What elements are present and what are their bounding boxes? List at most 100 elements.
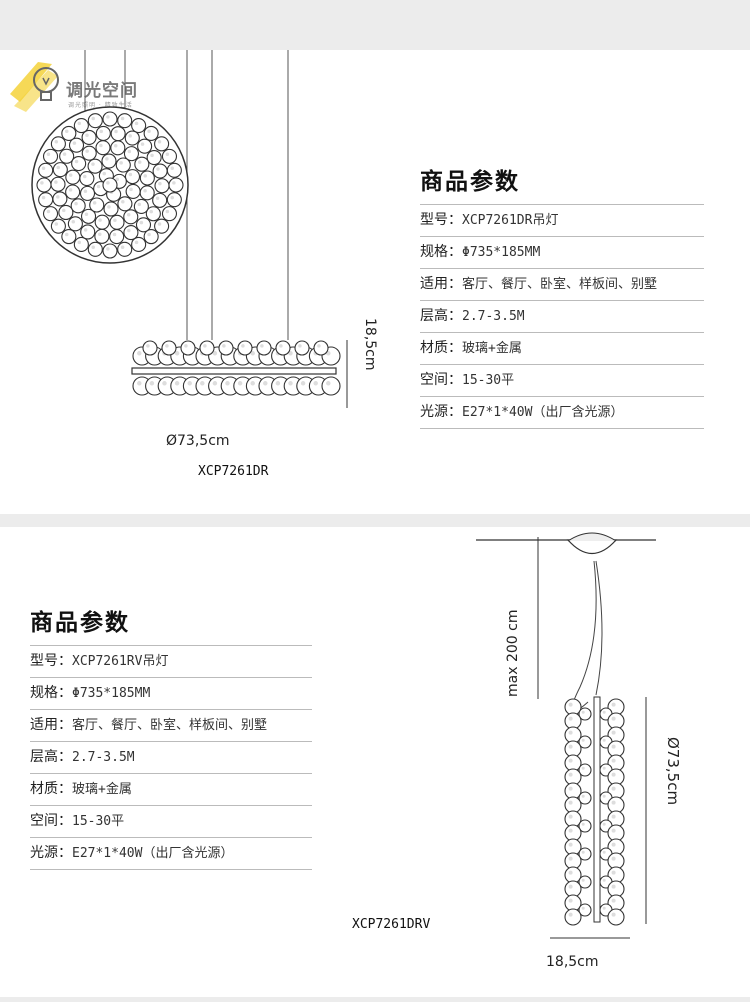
ball-highlight [102, 171, 107, 176]
spec-value: 客厅、餐厅、卧室、样板间、别墅 [72, 718, 268, 733]
ball-highlight [581, 710, 585, 714]
spec-label: 层高： [30, 749, 72, 765]
ball-highlight [581, 878, 585, 882]
ball-highlight [91, 116, 95, 121]
ball-highlight [106, 181, 110, 185]
spec-label: 材质： [30, 781, 72, 797]
ball-highlight [54, 180, 58, 184]
ball-highlight [74, 201, 78, 206]
glass-ball [578, 875, 592, 889]
ball-highlight [62, 208, 66, 213]
glass-ball [578, 819, 592, 833]
ball-highlight [263, 381, 268, 386]
ball-highlight [137, 202, 142, 207]
ball-highlight [568, 912, 573, 917]
spec-row: 层高：2.7-3.5M [30, 742, 312, 774]
cable-length-label: max 200 cm [505, 609, 521, 697]
glass-ball [79, 171, 95, 187]
glass-ball [146, 149, 162, 166]
ball-highlight [128, 172, 133, 177]
ball-highlight [611, 758, 616, 763]
glass-ball [139, 185, 155, 201]
ball-highlight [129, 187, 133, 192]
glass-ball [166, 192, 182, 208]
ball-highlight [203, 344, 207, 348]
ball-highlight [172, 181, 176, 185]
spec-row: 型号：XCP7261RV吊灯 [30, 645, 312, 678]
glass-ball [143, 229, 159, 245]
glass-ball [71, 155, 87, 172]
ball-highlight [200, 381, 205, 386]
glass-ball [145, 206, 161, 222]
spec-label: 规格： [30, 685, 72, 701]
ball-highlight [98, 218, 102, 222]
ball-highlight [62, 152, 67, 156]
ball-highlight [611, 898, 616, 903]
ball-highlight [602, 906, 606, 910]
lightbulb-icon [10, 62, 59, 112]
ball-highlight [107, 205, 111, 209]
ball-highlight [54, 139, 59, 144]
glass-ball [89, 197, 105, 213]
ball-highlight [137, 351, 142, 356]
ball-highlight [105, 157, 109, 161]
ball-highlight [212, 351, 218, 356]
ball-highlight [602, 850, 606, 854]
glass-ball [102, 111, 118, 127]
glass-ball [154, 178, 170, 194]
ball-highlight [98, 232, 102, 237]
ball-highlight [611, 730, 616, 735]
ball-highlight [298, 344, 302, 348]
ball-highlight [212, 381, 218, 386]
width-label: 18,5cm [546, 954, 599, 970]
ball-highlight [225, 381, 230, 386]
spec-label: 规格： [420, 244, 462, 260]
glass-ball [578, 847, 592, 861]
ball-highlight [611, 716, 616, 721]
ball-highlight [602, 766, 606, 770]
glass-ball [65, 169, 81, 185]
glass-ball [103, 201, 119, 217]
glass-ball [73, 236, 89, 253]
ball-highlight [241, 344, 245, 348]
glass-ball [313, 340, 329, 356]
ball-highlight [170, 166, 174, 170]
ball-highlight [279, 344, 283, 348]
ball-highlight [113, 218, 117, 222]
glass-ball [68, 137, 85, 153]
ball-highlight [611, 786, 616, 791]
ball-highlight [326, 381, 331, 386]
ball-highlight [611, 702, 616, 707]
glass-ball [180, 340, 196, 356]
ball-highlight [140, 142, 145, 146]
glass-ball [73, 117, 89, 134]
ball-highlight [611, 912, 616, 917]
ball-highlight [611, 744, 616, 749]
ball-highlight [83, 174, 87, 179]
ball-highlight [157, 222, 162, 226]
ball-highlight [568, 828, 573, 833]
ball-highlight [187, 381, 192, 386]
spec-value: XCP7261RV吊灯 [72, 654, 169, 669]
glass-ball [218, 340, 234, 356]
ball-highlight [56, 195, 60, 199]
glass-ball [50, 136, 66, 152]
spec-row: 空间：15-30平 [30, 806, 312, 838]
spec-value: XCP7261DR吊灯 [462, 213, 559, 228]
ball-highlight [137, 381, 142, 386]
spec-value: 2.7-3.5M [462, 309, 525, 324]
glass-ball [42, 206, 59, 222]
glass-ball [38, 162, 54, 178]
glass-ball [161, 340, 177, 356]
ball-highlight [611, 828, 616, 833]
spec-value: E27*1*40W（出厂含光源） [462, 405, 624, 420]
ball-highlight [300, 381, 306, 386]
model-code: XCP7261DRV [352, 917, 431, 932]
glass-ball [564, 908, 582, 926]
spec-label: 光源： [420, 404, 462, 420]
spec-row: 型号：XCP7261DR吊灯 [420, 204, 704, 237]
spec-row: 材质：玻璃+金属 [30, 774, 312, 806]
glass-ball [81, 129, 97, 145]
ball-highlight [106, 115, 110, 119]
